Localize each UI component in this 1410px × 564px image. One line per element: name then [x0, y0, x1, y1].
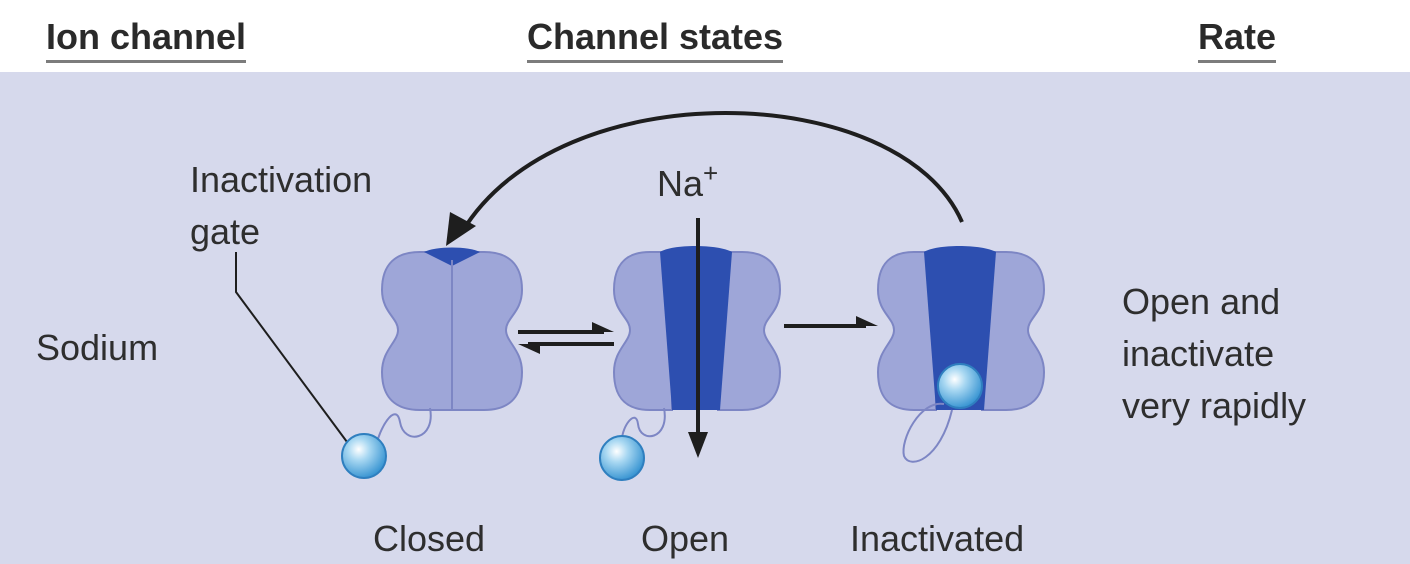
inactivation-gate-label-line2: gate [190, 211, 261, 252]
open-gate-tether [621, 407, 666, 441]
closed-inactivation-ball [341, 433, 387, 479]
open-inactivation-ball [599, 435, 645, 481]
state-label-closed: Closed [373, 518, 486, 559]
inactivated-inactivation-ball [937, 363, 983, 409]
state-label-inactivated: Inactivated [850, 518, 1025, 559]
inactivation-gate-pointer [235, 252, 351, 447]
equilibrium-arrows [518, 322, 614, 354]
closed-channel [341, 247, 524, 479]
open-channel [599, 218, 782, 481]
return-arrowhead [446, 212, 476, 246]
ion-charge: + [703, 158, 719, 188]
state-label-open: Open [641, 518, 730, 559]
channel-type-label: Sodium [36, 327, 159, 368]
closed-gate-tether [375, 407, 432, 449]
ion-label: Na+ [657, 158, 719, 211]
return-arrow [460, 111, 964, 234]
inactivated-channel [876, 246, 1046, 463]
header-ion-channel: Ion channel [46, 14, 247, 63]
rate-text-line1: Open and [1122, 281, 1281, 322]
header-channel-states: Channel states [527, 14, 784, 63]
ion-symbol: Na [657, 163, 704, 204]
rate-text-line3: very rapidly [1122, 385, 1307, 426]
rate-text-line2: inactivate [1122, 333, 1275, 374]
forward-arrow [784, 316, 878, 328]
inactivated-gate-tether [902, 402, 953, 463]
inactivation-gate-label-line1: Inactivation [190, 159, 373, 200]
header-rate: Rate [1198, 14, 1277, 63]
